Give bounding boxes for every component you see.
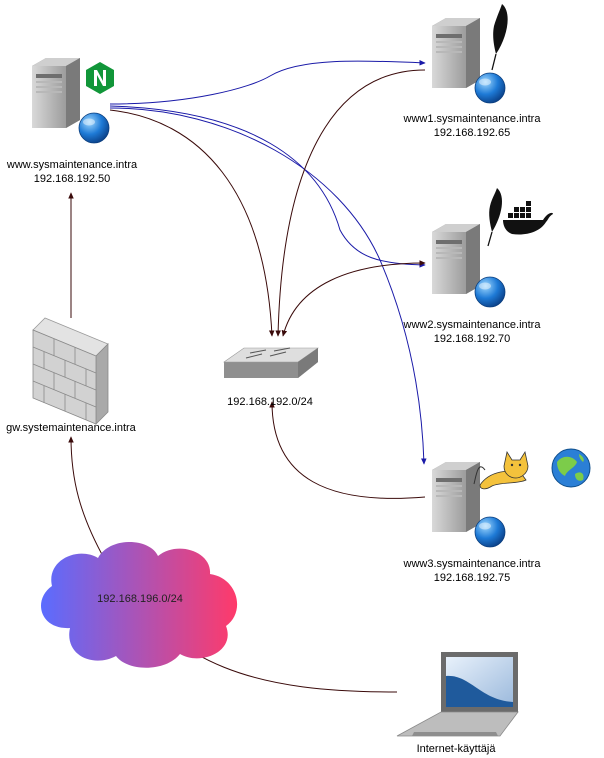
www3-ip-label: 192.168.192.75 <box>433 572 511 584</box>
link-www2-switch <box>281 260 426 337</box>
firewall-icon <box>32 317 109 425</box>
globe-icon <box>78 112 110 144</box>
apache-feather-icon <box>491 4 508 71</box>
www2-ip-label: 192.168.192.70 <box>433 333 511 345</box>
firewall-node[interactable] <box>32 317 109 425</box>
link-www1-switch <box>275 69 426 337</box>
laptop-label: Internet-käyttäjä <box>416 743 496 755</box>
server-icon <box>432 224 480 294</box>
proxy-name-label: www.sysmaintenance.intra <box>6 159 138 171</box>
www3-server-node[interactable] <box>432 448 591 548</box>
server-icon <box>432 18 480 88</box>
tomcat-icon <box>473 450 529 490</box>
proxy-server-node[interactable] <box>32 58 114 144</box>
www2-name-label: www2.sysmaintenance.intra <box>403 319 541 331</box>
firewall-label: gw.systemaintenance.intra <box>6 422 136 434</box>
link-proxy-www3 <box>109 107 427 465</box>
link-proxy-www2 <box>109 105 426 268</box>
globe-icon <box>474 276 506 308</box>
laptop-node[interactable] <box>15 652 519 737</box>
www3-name-label: www3.sysmaintenance.intra <box>403 558 541 570</box>
www1-ip-label: 192.168.192.65 <box>433 127 511 139</box>
link-proxy-switch <box>109 109 275 337</box>
cloud-node[interactable] <box>40 542 238 668</box>
geoserver-globe-icon <box>551 448 591 488</box>
docker-whale-icon <box>503 201 553 235</box>
nginx-icon <box>86 62 114 94</box>
server-icon <box>432 462 480 532</box>
laptop-icon <box>15 652 519 737</box>
switch-label: 192.168.192.0/24 <box>227 396 313 408</box>
link-www3-switch <box>269 401 426 499</box>
link-proxy-www1 <box>109 59 426 105</box>
switch-node[interactable] <box>223 347 319 378</box>
server-icon <box>32 58 80 128</box>
cloud-label: 192.168.196.0/24 <box>97 593 183 605</box>
globe-icon <box>474 516 506 548</box>
www2-server-node[interactable] <box>432 188 553 308</box>
apache-feather-icon <box>487 188 503 247</box>
www1-server-node[interactable] <box>432 4 508 104</box>
proxy-ip-label: 192.168.192.50 <box>33 173 111 185</box>
cloud-icon <box>40 542 238 668</box>
www1-name-label: www1.sysmaintenance.intra <box>403 113 541 125</box>
switch-icon <box>223 347 319 378</box>
globe-icon <box>474 72 506 104</box>
